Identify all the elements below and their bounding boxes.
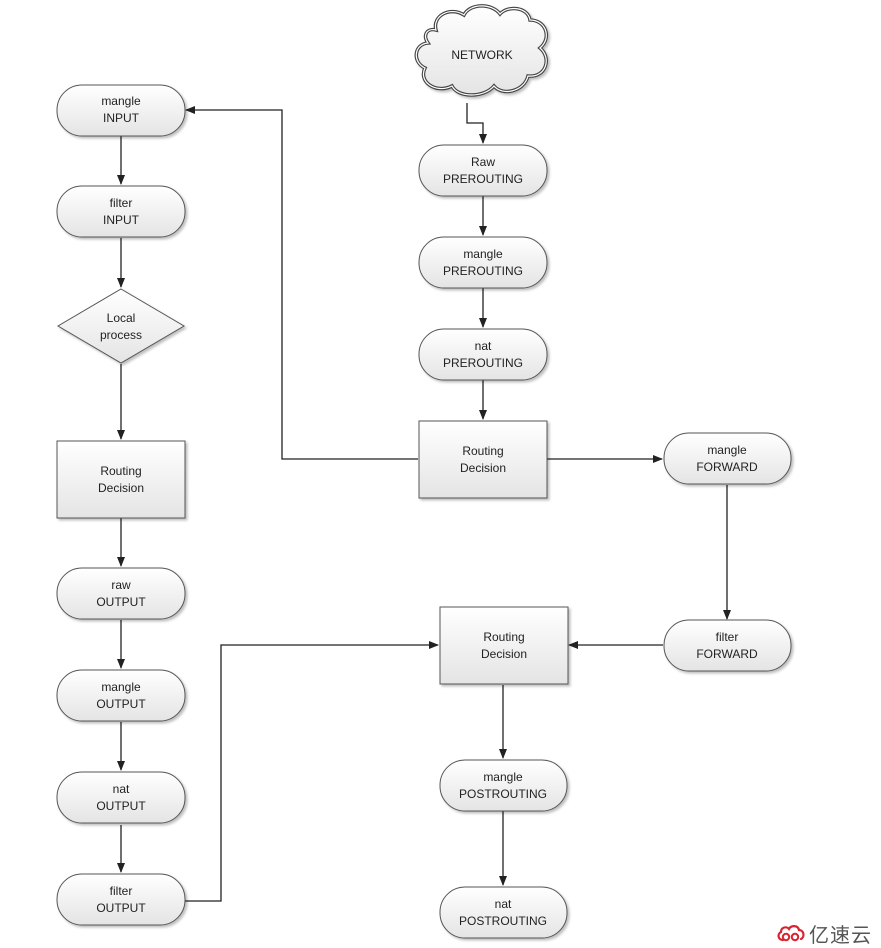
cloud-logo-icon bbox=[777, 925, 805, 942]
node-label-line2: OUTPUT bbox=[96, 799, 146, 813]
node-label-line1: filter bbox=[110, 196, 133, 210]
node-filter-forward: filter FORWARD bbox=[663, 619, 792, 672]
node-filter-input: filter INPUT bbox=[56, 185, 186, 238]
node-label-line1: mangle bbox=[483, 770, 523, 784]
node-label-line2: POSTROUTING bbox=[459, 787, 547, 801]
node-mangle-input: mangle INPUT bbox=[56, 84, 186, 137]
node-label-line1: Routing bbox=[462, 444, 503, 458]
node-routing-decision-1: Routing Decision bbox=[418, 420, 548, 499]
connectors bbox=[117, 103, 731, 902]
node-label-line1: mangle bbox=[101, 680, 141, 694]
node-label-line1: nat bbox=[113, 782, 130, 796]
watermark: 亿速云 bbox=[776, 920, 872, 947]
node-label-line1: nat bbox=[475, 339, 492, 353]
node-label-line2: OUTPUT bbox=[96, 697, 146, 711]
node-routing-decision-2: Routing Decision bbox=[56, 440, 186, 519]
node-mangle-postrouting: mangle POSTROUTING bbox=[439, 759, 568, 812]
node-nat-prerouting: nat PREROUTING bbox=[418, 328, 548, 381]
node-mangle-output: mangle OUTPUT bbox=[56, 669, 186, 722]
node-label-line2: Decision bbox=[98, 481, 144, 495]
node-label-line2: OUTPUT bbox=[96, 901, 146, 915]
node-routing-decision-3: Routing Decision bbox=[439, 606, 569, 685]
node-label-line2: INPUT bbox=[103, 111, 140, 125]
node-label-line1: mangle bbox=[463, 247, 503, 261]
node-label-line2: Decision bbox=[460, 461, 506, 475]
node-raw-prerouting: Raw PREROUTING bbox=[418, 144, 548, 197]
node-label-line2: INPUT bbox=[103, 213, 140, 227]
node-label-line2: Decision bbox=[481, 647, 527, 661]
node-label-line1: Routing bbox=[483, 630, 524, 644]
node-label-line1: mangle bbox=[707, 443, 747, 457]
network-cloud: NETWORK bbox=[414, 4, 549, 97]
node-nat-postrouting: nat POSTROUTING bbox=[439, 886, 568, 939]
node-label-line2: FORWARD bbox=[696, 460, 758, 474]
node-label-line1: nat bbox=[495, 897, 512, 911]
node-local-process: Local process bbox=[57, 288, 185, 364]
node-label-line2: PREROUTING bbox=[443, 172, 523, 186]
node-filter-output: filter OUTPUT bbox=[56, 873, 186, 926]
node-label-line2: PREROUTING bbox=[443, 356, 523, 370]
edge-filter-output-to-routing-decision bbox=[185, 641, 439, 902]
node-label-line1: filter bbox=[716, 630, 739, 644]
node-mangle-prerouting: mangle PREROUTING bbox=[418, 236, 548, 289]
watermark-text: 亿速云 bbox=[809, 922, 872, 947]
node-label-line1: raw bbox=[111, 578, 131, 592]
node-raw-output: raw OUTPUT bbox=[56, 567, 186, 620]
node-label-line1: Routing bbox=[100, 464, 141, 478]
node-label-line2: process bbox=[100, 328, 142, 342]
node-label-line2: FORWARD bbox=[696, 647, 758, 661]
network-label: NETWORK bbox=[451, 48, 512, 62]
edge-network-to-raw-prerouting bbox=[466, 103, 487, 144]
node-label-line1: Raw bbox=[471, 155, 495, 169]
node-mangle-forward: mangle FORWARD bbox=[663, 432, 792, 485]
node-label-line2: PREROUTING bbox=[443, 264, 523, 278]
node-nat-output: nat OUTPUT bbox=[56, 771, 186, 824]
node-label-line2: POSTROUTING bbox=[459, 914, 547, 928]
node-label-line1: filter bbox=[110, 884, 133, 898]
node-label-line1: mangle bbox=[101, 94, 141, 108]
node-label-line2: OUTPUT bbox=[96, 595, 146, 609]
edge-routing-decision-to-mangle-input bbox=[185, 106, 418, 460]
node-label-line1: Local bbox=[107, 311, 136, 325]
